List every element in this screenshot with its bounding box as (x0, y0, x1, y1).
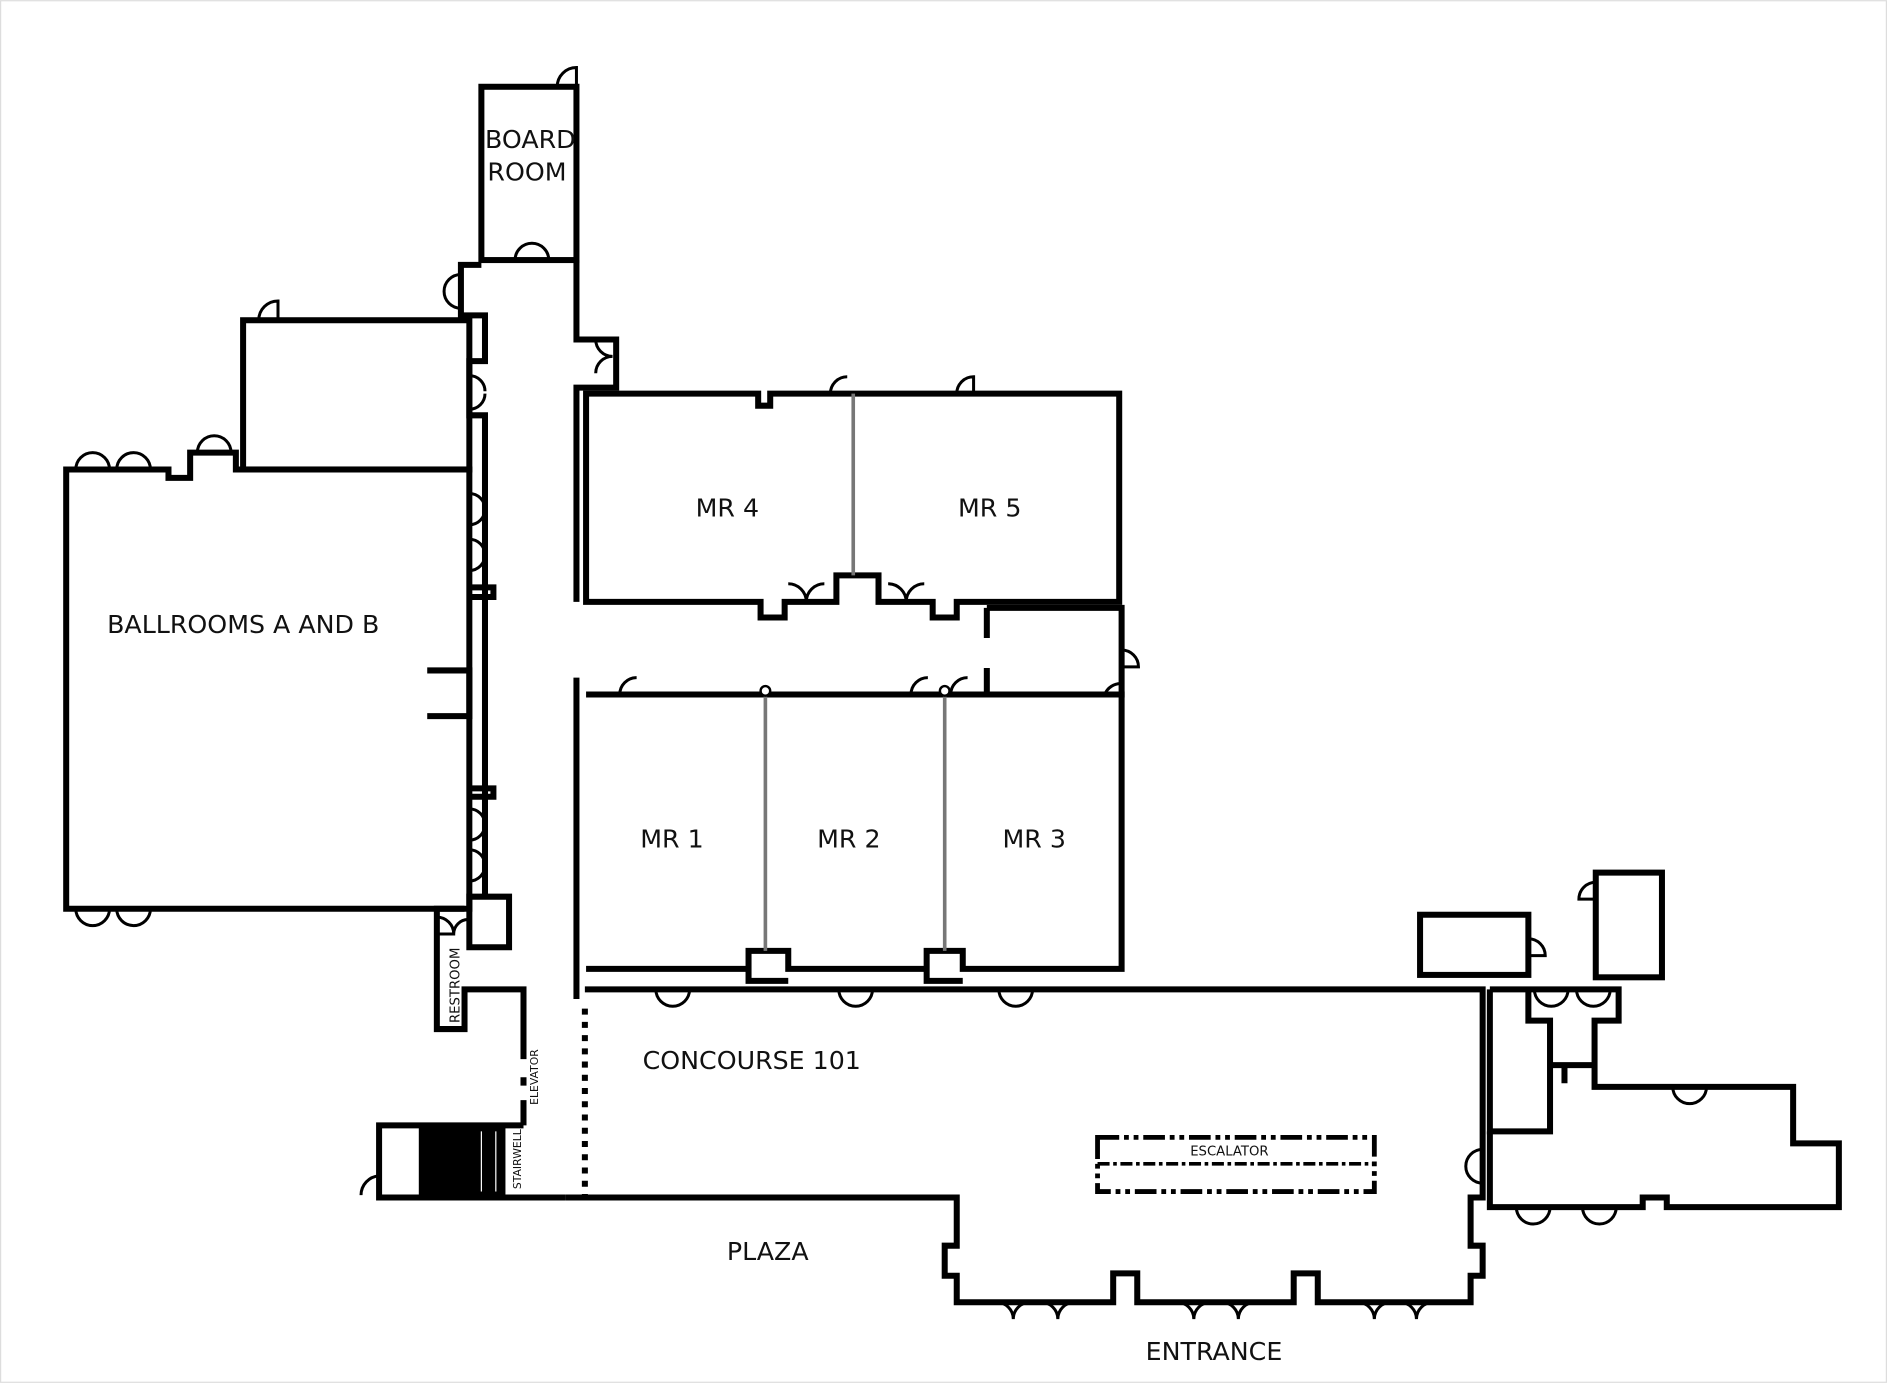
mr4-mr5-block (583, 375, 1123, 621)
restroom-label: RESTROOM (449, 948, 464, 1023)
elevator-label: ELEVATOR (528, 1049, 541, 1105)
entrance-label: ENTRANCE (1146, 1337, 1283, 1366)
east-wing (1417, 869, 1842, 1226)
stairwell-label: STAIRWELL (511, 1129, 524, 1189)
ballrooms-label: BALLROOMS A AND B (107, 610, 379, 639)
mr1-mr3-block (586, 676, 1125, 984)
corridor (442, 260, 620, 999)
escalator-label: ESCALATOR (1190, 1144, 1268, 1159)
escalator (1095, 1134, 1377, 1194)
mr2-label: MR 2 (817, 824, 880, 853)
stairwell (359, 1122, 566, 1201)
plaza-label: PLAZA (727, 1237, 809, 1266)
concourse-label: CONCOURSE 101 (643, 1046, 861, 1075)
board-room-label: BOARD (485, 125, 576, 154)
small-meeting-room (240, 299, 487, 473)
restroom-area (433, 893, 527, 1060)
mr4-label: MR 4 (696, 493, 759, 522)
ballrooms-a-and-b (63, 434, 497, 928)
mr1-label: MR 1 (640, 824, 703, 853)
connector-room (983, 604, 1140, 698)
board-room (478, 66, 580, 264)
mr5-label: MR 5 (958, 493, 1021, 522)
mr3-label: MR 3 (1002, 824, 1065, 853)
board-room-label-2: ROOM (487, 158, 566, 187)
concourse-101 (565, 986, 1486, 1320)
